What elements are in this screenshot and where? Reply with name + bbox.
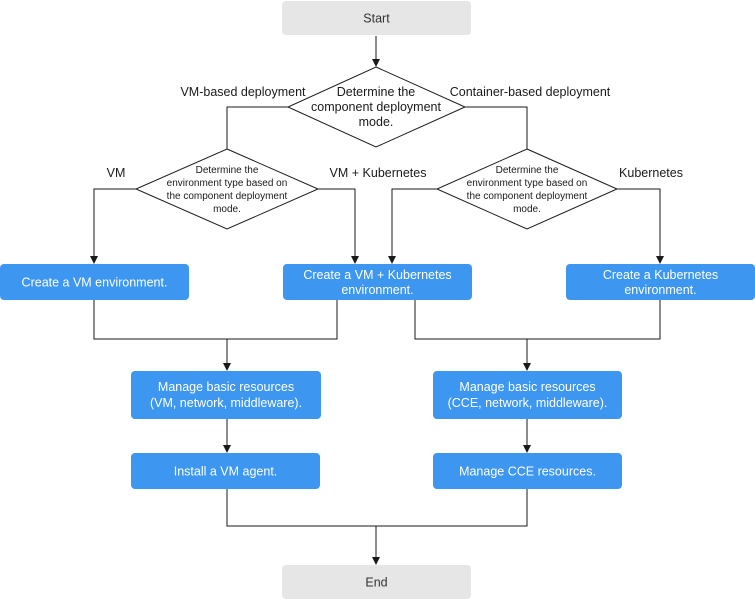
create-k8s-line-1: Create a Kubernetes bbox=[603, 268, 718, 282]
install-agent-node: Install a VM agent. bbox=[131, 453, 320, 489]
label-container-based-deployment: Container-based deployment bbox=[450, 85, 611, 99]
connector-to-create-k8s bbox=[617, 188, 664, 264]
decision-container-env: Determine the environment type based on … bbox=[435, 148, 619, 230]
decision-container-line-3: the component deployment bbox=[467, 191, 588, 202]
create-k8s-box bbox=[566, 264, 755, 300]
decision-mode-line-1: Determine the bbox=[337, 85, 416, 99]
manage-cce-node: Manage basic resources (CCE, network, mi… bbox=[433, 371, 622, 419]
start-node: Start bbox=[282, 1, 471, 35]
manage-cce-resources-label: Manage CCE resources. bbox=[459, 465, 596, 479]
connector-merge-left bbox=[93, 300, 338, 340]
manage-cce-line-2: (CCE, network, middleware). bbox=[448, 396, 608, 410]
manage-vm-line-1: Manage basic resources bbox=[158, 380, 294, 394]
start-terminal bbox=[282, 1, 471, 35]
install-agent-box bbox=[131, 453, 320, 489]
label-vm: VM bbox=[107, 166, 126, 180]
manage-vm-node: Manage basic resources (VM, network, mid… bbox=[131, 371, 321, 419]
manage-vm-box bbox=[131, 371, 321, 419]
decision-mode-line-2: component deployment bbox=[311, 100, 441, 114]
decision-container-line-2: environment type based on bbox=[467, 178, 588, 189]
connector-container-to-create-vm-k8s bbox=[388, 188, 437, 264]
end-node: End bbox=[282, 565, 471, 599]
connectors bbox=[90, 36, 664, 565]
manage-cce-box bbox=[433, 371, 622, 419]
edge-labels: VM-based deployment Container-based depl… bbox=[107, 85, 683, 180]
create-k8s-line-2: environment. bbox=[624, 283, 696, 297]
decision-mode-diamond bbox=[286, 66, 467, 148]
label-vm-based-deployment: VM-based deployment bbox=[180, 85, 306, 99]
end-terminal bbox=[282, 565, 471, 599]
decision-vm-line-2: environment type based on bbox=[167, 178, 288, 189]
decision-container-line-4: mode. bbox=[513, 204, 541, 215]
label-vm-kubernetes: VM + Kubernetes bbox=[330, 166, 427, 180]
create-vm-k8s-node: Create a VM + Kubernetes environment. bbox=[283, 264, 472, 300]
decision-vm-line-4: mode. bbox=[213, 204, 241, 215]
create-vm-k8s-box bbox=[283, 264, 472, 300]
decision-container-diamond bbox=[435, 148, 619, 230]
create-k8s-node: Create a Kubernetes environment. bbox=[566, 264, 755, 300]
connector-mode-to-vm-decision bbox=[223, 106, 288, 162]
create-vm-label: Create a VM environment. bbox=[22, 276, 168, 290]
create-vm-k8s-line-2: environment. bbox=[341, 283, 413, 297]
create-vm-k8s-line-1: Create a VM + Kubernetes bbox=[303, 268, 451, 282]
start-label: Start bbox=[363, 12, 390, 26]
manage-cce-resources-box bbox=[433, 453, 622, 489]
connector-merge-bottom bbox=[226, 489, 528, 527]
connector-to-create-vm-k8s bbox=[318, 188, 359, 264]
connector-to-create-vm bbox=[90, 188, 136, 264]
decision-mode: Determine the component deployment mode. bbox=[286, 66, 467, 148]
end-label: End bbox=[365, 576, 387, 590]
create-vm-box bbox=[0, 264, 189, 300]
create-vm-node: Create a VM environment. bbox=[0, 264, 189, 300]
manage-vm-line-2: (VM, network, middleware). bbox=[150, 396, 302, 410]
connector-mode-to-container-decision bbox=[465, 106, 531, 162]
label-kubernetes: Kubernetes bbox=[619, 166, 683, 180]
decision-vm-env: Determine the environment type based on … bbox=[134, 148, 320, 230]
decision-mode-line-3: mode. bbox=[359, 115, 394, 129]
decision-container-line-1: Determine the bbox=[496, 165, 559, 176]
decision-vm-line-3: the component deployment bbox=[167, 191, 288, 202]
manage-cce-resources-node: Manage CCE resources. bbox=[433, 453, 622, 489]
connector-merge-right bbox=[414, 300, 661, 340]
decision-vm-diamond bbox=[134, 148, 320, 230]
decision-vm-line-1: Determine the bbox=[196, 165, 259, 176]
install-agent-label: Install a VM agent. bbox=[174, 465, 278, 479]
manage-cce-line-1: Manage basic resources bbox=[459, 380, 595, 394]
